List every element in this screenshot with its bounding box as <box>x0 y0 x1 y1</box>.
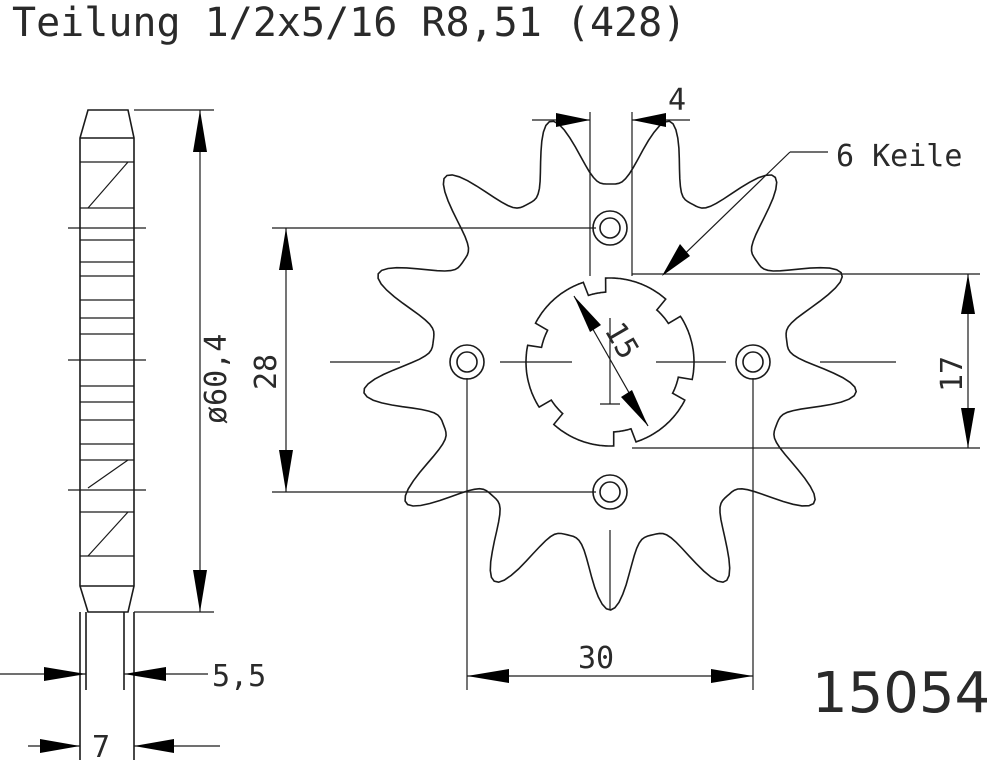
label-spline-height: 17 <box>935 356 970 392</box>
bolt-hole-bottom <box>592 474 628 510</box>
front-view <box>330 112 896 611</box>
dim-tooth-tip: 4 <box>532 83 690 127</box>
part-number: 15054 <box>812 661 990 726</box>
label-outer-diameter: ø60,4 <box>199 334 234 424</box>
label-bore: 15 <box>597 317 645 366</box>
label-hole-spacing-horizontal: 30 <box>578 641 614 676</box>
label-width-outer: 7 <box>92 730 110 760</box>
bolt-hole-left <box>449 344 485 380</box>
dim-bore: 15 <box>573 295 649 427</box>
dim-width-outer: 7 <box>28 730 220 760</box>
dim-spline-height: 17 <box>632 273 980 449</box>
label-splines: 6 Keile <box>836 139 962 174</box>
bolt-hole-right <box>735 344 771 380</box>
side-view <box>68 109 146 760</box>
dim-hole-spacing-horizontal: 30 <box>466 378 754 690</box>
label-width-inner: 5,5 <box>212 659 266 694</box>
dim-width-inner: 5,5 <box>0 659 266 694</box>
dim-outer-diameter: ø60,4 <box>134 109 234 613</box>
dim-hole-spacing-vertical: 28 <box>249 227 596 493</box>
label-tooth-tip: 4 <box>668 83 686 118</box>
leader-splines: 6 Keile <box>662 139 962 276</box>
bolt-hole-top <box>592 210 628 246</box>
gear-outline <box>363 120 858 611</box>
label-hole-spacing-vertical: 28 <box>249 354 284 390</box>
drawing-title: Teilung 1/2x5/16 R8,51 (428) <box>12 0 686 46</box>
